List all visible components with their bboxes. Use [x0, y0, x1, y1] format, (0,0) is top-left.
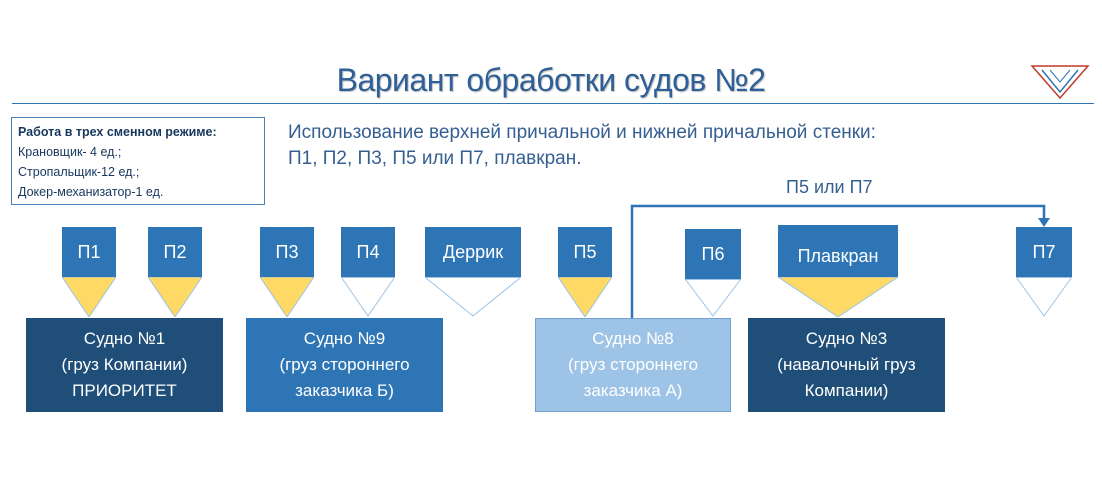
ship-name: Судно №9 — [303, 329, 386, 348]
crane-cone-derrick-idle — [425, 277, 521, 317]
position-box-floating-crane: Плавкран — [778, 225, 898, 277]
usage-description: Использование верхней причальной и нижне… — [288, 120, 1048, 172]
position-box-p6: П6 — [685, 229, 741, 279]
ship-cargo: (груз стороннего — [567, 355, 699, 374]
ship-cargo: (груз стороннего — [279, 355, 410, 374]
ship-card-3: Судно №3 (навалочный груз Компании) — [748, 318, 945, 412]
title-divider — [12, 103, 1094, 104]
position-box-p1: П1 — [62, 227, 116, 277]
position-box-p5: П5 — [558, 227, 612, 277]
regime-line: Докер-механизатор-1 ед. — [18, 185, 164, 199]
crane-cone-p5-active — [558, 277, 612, 317]
regime-header: Работа в трех сменном режиме: — [18, 125, 217, 139]
route-label: П5 или П7 — [786, 177, 873, 197]
ship-card-8: Судно №8 (груз стороннего заказчика А) — [535, 318, 731, 412]
ship-cargo-continued: Компании) — [804, 381, 889, 400]
position-box-p4: П4 — [341, 227, 395, 277]
usage-line-2: П1, П2, П3, П5 или П7, плавкран. — [288, 148, 582, 169]
position-box-p3: П3 — [260, 227, 314, 277]
crane-cone-p1-active — [62, 277, 116, 317]
crane-cone-p3-active — [260, 277, 314, 317]
crane-cone-floating-crane-active — [778, 277, 898, 317]
ship-cargo-continued: заказчика Б) — [295, 381, 394, 400]
position-box-derrick: Деррик — [425, 227, 521, 277]
crane-cone-p2-active — [148, 277, 202, 317]
ship-name: Судно №8 — [592, 329, 674, 348]
ship-card-9: Судно №9 (груз стороннего заказчика Б) — [246, 318, 443, 412]
triangle-v-logo — [1030, 65, 1090, 100]
shift-regime-box: Работа в трех сменном режиме: Крановщик-… — [11, 117, 265, 205]
crane-cone-p4-idle — [341, 277, 395, 317]
ship-name: Судно №1 — [83, 329, 166, 348]
regime-line: Стропальщик-12 ед.; — [18, 165, 140, 179]
page-title: Вариант обработки судов №2 — [336, 62, 766, 98]
ship-note: ПРИОРИТЕТ — [72, 381, 177, 400]
crane-cone-p7-idle — [1016, 277, 1072, 317]
usage-line-1: Использование верхней причальной и нижне… — [288, 122, 876, 143]
crane-cone-p6-idle — [685, 279, 741, 317]
ship-cargo: (груз Компании) — [61, 355, 188, 374]
ship-name: Судно №3 — [805, 329, 888, 348]
ship-cargo-continued: заказчика А) — [583, 381, 683, 400]
regime-line: Крановщик- 4 ед.; — [18, 145, 122, 159]
ship-card-1: Судно №1 (груз Компании) ПРИОРИТЕТ — [26, 318, 223, 412]
position-box-p2: П2 — [148, 227, 202, 277]
ship-cargo: (навалочный груз — [777, 355, 916, 374]
position-box-p7: П7 — [1016, 227, 1072, 277]
